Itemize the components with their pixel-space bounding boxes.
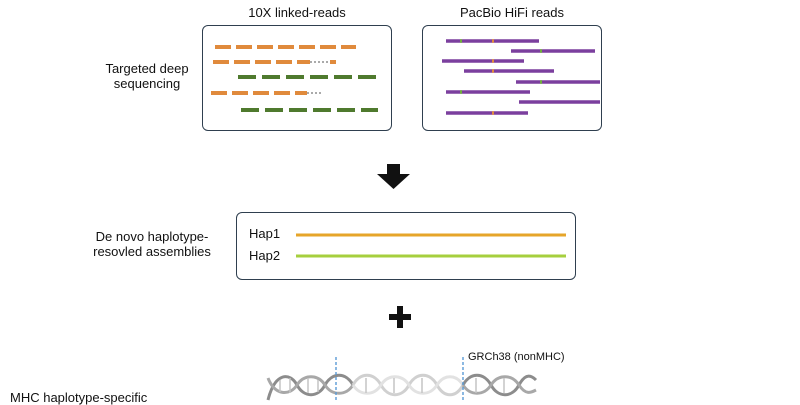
linked-reads-orange [211,45,356,95]
down-arrow-icon [377,164,410,189]
dna-helix-icon [266,373,538,401]
hifi-reads [442,39,600,115]
hifi-reads-title: PacBio HiFi reads [459,5,565,20]
hap2-label: Hap2 [249,248,281,263]
plus-icon [389,306,411,328]
linked-reads-orange-tails [307,61,330,94]
step-label-targeted: Targeted deep sequencing [105,61,189,91]
reference-label: GRCh38 (nonMHC) [468,351,565,363]
step-label-assemblies: De novo haplotype-resovled assemblies [93,229,211,259]
hifi-variant-markers [460,39,542,115]
assemblies-panel [236,212,576,280]
hap1-label: Hap1 [249,226,281,241]
linked-reads-title: 10X linked-reads [248,5,346,20]
